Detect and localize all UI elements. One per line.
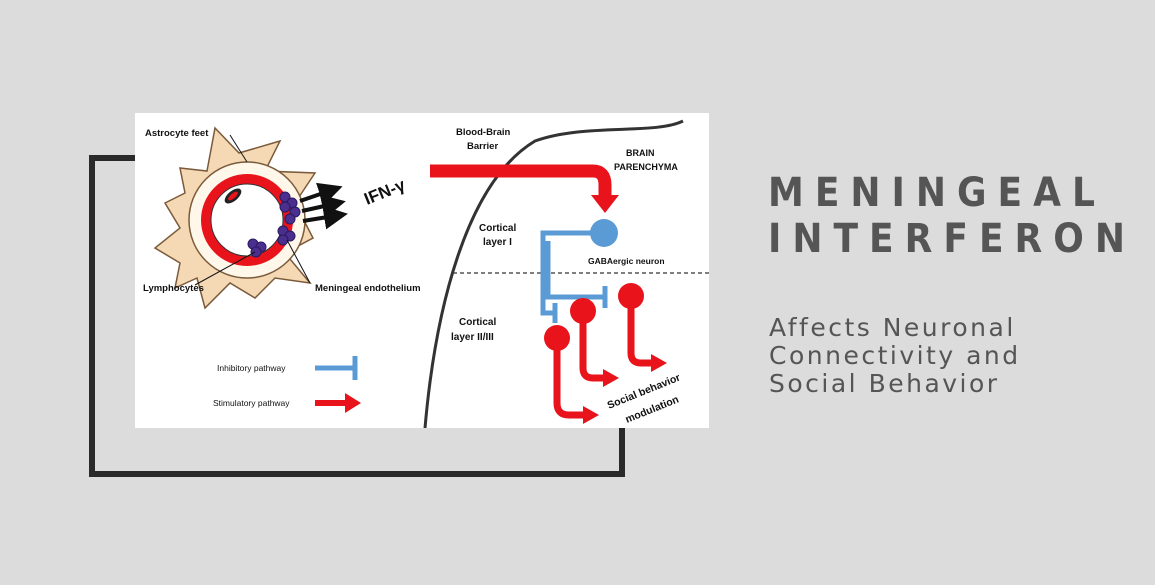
title-line-2: INTERFERON	[768, 216, 1136, 262]
legend-inhibitory-symbol	[315, 356, 358, 380]
label-cortical-layer1-a: Cortical	[479, 223, 516, 234]
diagram-figure: Astrocyte feet Blood-Brain Barrier BRAIN…	[135, 113, 709, 428]
title-line-1: MENINGEAL	[768, 170, 1106, 216]
label-brain: BRAIN	[626, 148, 655, 158]
inhibitory-projection	[540, 230, 605, 316]
label-ifn-gamma: IFN-γ	[361, 175, 408, 209]
label-meningeal-endothelium: Meningeal endothelium	[315, 283, 421, 294]
label-gabaergic-neuron: GABAergic neuron	[588, 256, 665, 266]
blood-brain-barrier-curve	[423, 119, 684, 428]
label-astrocyte-feet: Astrocyte feet	[145, 128, 209, 139]
excitatory-neurons	[553, 298, 653, 419]
label-cortical-layer1-b: layer I	[483, 237, 512, 248]
vessel-lumen	[210, 183, 284, 257]
label-lymphocytes: Lymphocytes	[143, 283, 204, 294]
diagram-svg: Astrocyte feet Blood-Brain Barrier BRAIN…	[143, 119, 709, 428]
legend-stimulatory-symbol	[315, 393, 361, 413]
label-parenchyma: PARENCHYMA	[614, 162, 678, 172]
ifn-gamma-arrow	[430, 164, 612, 199]
subtitle-line-1: Affects Neuronal	[769, 313, 1016, 342]
subtitle-line-3: Social Behavior	[769, 369, 1000, 398]
legend-inhibitory-label: Inhibitory pathway	[217, 363, 286, 373]
lymphocytes-cluster	[247, 191, 301, 258]
label-bbb-1: Blood-Brain	[456, 127, 511, 138]
label-bbb-2: Barrier	[467, 141, 498, 152]
page-subtitle: Affects Neuronal Connectivity and Social…	[769, 314, 1139, 398]
gabaergic-neuron	[590, 219, 618, 247]
page-title: MENINGEAL INTERFERON	[768, 170, 1138, 262]
subtitle-line-2: Connectivity and	[769, 341, 1021, 370]
ifn-release-arrows	[299, 182, 348, 230]
label-cortical-layer23-a: Cortical	[459, 317, 496, 328]
legend-stimulatory-label: Stimulatory pathway	[213, 398, 290, 408]
label-cortical-layer23-b: layer II/III	[451, 332, 494, 343]
